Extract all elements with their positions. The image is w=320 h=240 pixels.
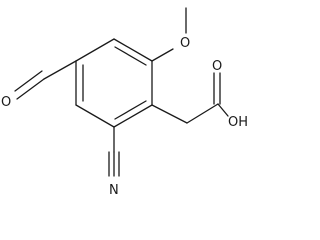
methoxy-group: O — [151, 7, 190, 62]
acetic-acid-group: O OH — [151, 59, 248, 130]
nitrile-nitrogen-label: N — [109, 183, 119, 198]
bond-aldehyde-c-to-o-a — [16, 78, 45, 100]
ring-bond-c4-c5 — [75, 104, 115, 128]
methoxy-oxygen-label: O — [180, 36, 190, 51]
hydroxyl-label: OH — [228, 115, 248, 130]
bond-ring-to-methoxy-o — [151, 48, 174, 62]
benzene-ring — [75, 38, 153, 128]
ring-double-bond-top — [114, 46, 147, 66]
bond-ring-to-aldehyde-c — [43, 60, 77, 80]
aldehyde-oxygen-label: O — [1, 95, 11, 110]
bond-carboxyl-c-to-oh — [217, 103, 229, 117]
bond-ch2-to-carboxyl-c — [186, 103, 219, 124]
aldehyde-group: O — [1, 60, 77, 110]
bond-aldehyde-c-to-o-b — [14, 70, 43, 92]
carbonyl-oxygen-label: O — [212, 59, 222, 74]
nitrile-group: N — [108, 126, 120, 198]
ring-bond-c5-c6 — [113, 104, 153, 128]
bond-ring-to-ch2 — [151, 104, 188, 124]
chemical-structure-diagram: O O N O OH — [1, 7, 248, 198]
ring-bond-c1-c2 — [113, 38, 153, 62]
ring-bond-c2-c3 — [75, 38, 115, 62]
ring-double-bond-bottom — [114, 100, 147, 120]
